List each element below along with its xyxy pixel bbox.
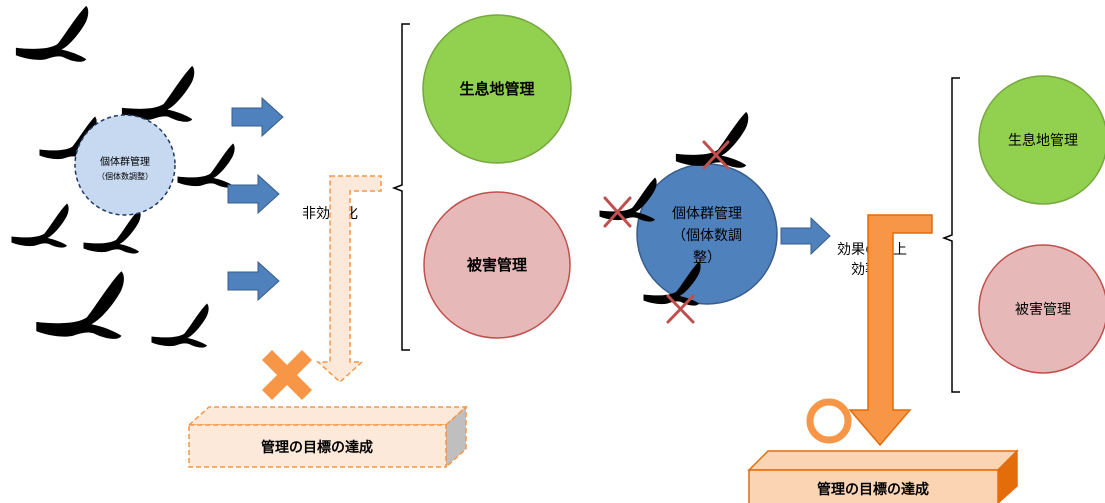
right-damage-label: 被害管理	[1015, 302, 1071, 318]
left-habitat-label: 生息地管理	[459, 80, 534, 98]
right-removed-birds	[599, 111, 749, 324]
right-panel: 個体群管理 （個体数調 整） 効果の向上 効率化 生息地管理	[599, 75, 1105, 503]
right-habitat-circle: 生息地管理	[978, 75, 1105, 205]
bird-icon	[151, 303, 209, 348]
failure-cross-icon	[262, 350, 312, 400]
right-habitat-label: 生息地管理	[1008, 132, 1078, 149]
left-goal-label: 管理の目標の達成	[261, 439, 373, 456]
arrow-right-icon	[231, 96, 284, 138]
left-goal-box: 管理の目標の達成	[187, 405, 468, 469]
right-goal-label: 管理の目標の達成	[817, 481, 929, 498]
left-bracket	[391, 23, 410, 351]
arrow-right-icon	[227, 173, 280, 215]
bird-icon	[177, 143, 235, 188]
left-damage-circle: 被害管理	[423, 191, 571, 339]
arrow-right-icon	[227, 260, 280, 302]
right-population-label-line1: 個体群管理	[672, 206, 742, 222]
bird-icon	[36, 271, 124, 339]
right-damage-circle: 被害管理	[978, 244, 1105, 374]
right-goal-box: 管理の目標の達成	[747, 449, 1019, 503]
right-population-label-line3: 整）	[693, 250, 721, 266]
bird-icon	[83, 209, 141, 254]
cross-mark-icon	[603, 140, 730, 324]
arrow-right-icon	[780, 216, 831, 256]
success-circle-icon	[806, 398, 852, 444]
left-habitat-circle: 生息地管理	[422, 14, 572, 164]
left-population-label-line1: 個体群管理	[100, 155, 150, 168]
left-population-circle: 個体群管理 （個体数調整）	[74, 114, 176, 216]
left-damage-label: 被害管理	[467, 256, 527, 274]
bird-icon	[15, 5, 89, 62]
left-population-label-line2: （個体数調整）	[97, 171, 153, 181]
right-population-label-line2: （個体数調	[672, 228, 742, 244]
bird-icon	[11, 203, 69, 248]
right-bracket	[941, 77, 960, 393]
right-solid-l-arrow	[848, 214, 933, 447]
left-blue-arrows	[227, 96, 284, 302]
left-dashed-l-arrow	[316, 175, 382, 384]
left-panel: 個体群管理 （個体数調整） 非効率化 生息地管理 被害管理	[11, 5, 572, 469]
bird-icon	[121, 65, 195, 122]
right-population-circle: 個体群管理 （個体数調 整）	[636, 163, 778, 305]
